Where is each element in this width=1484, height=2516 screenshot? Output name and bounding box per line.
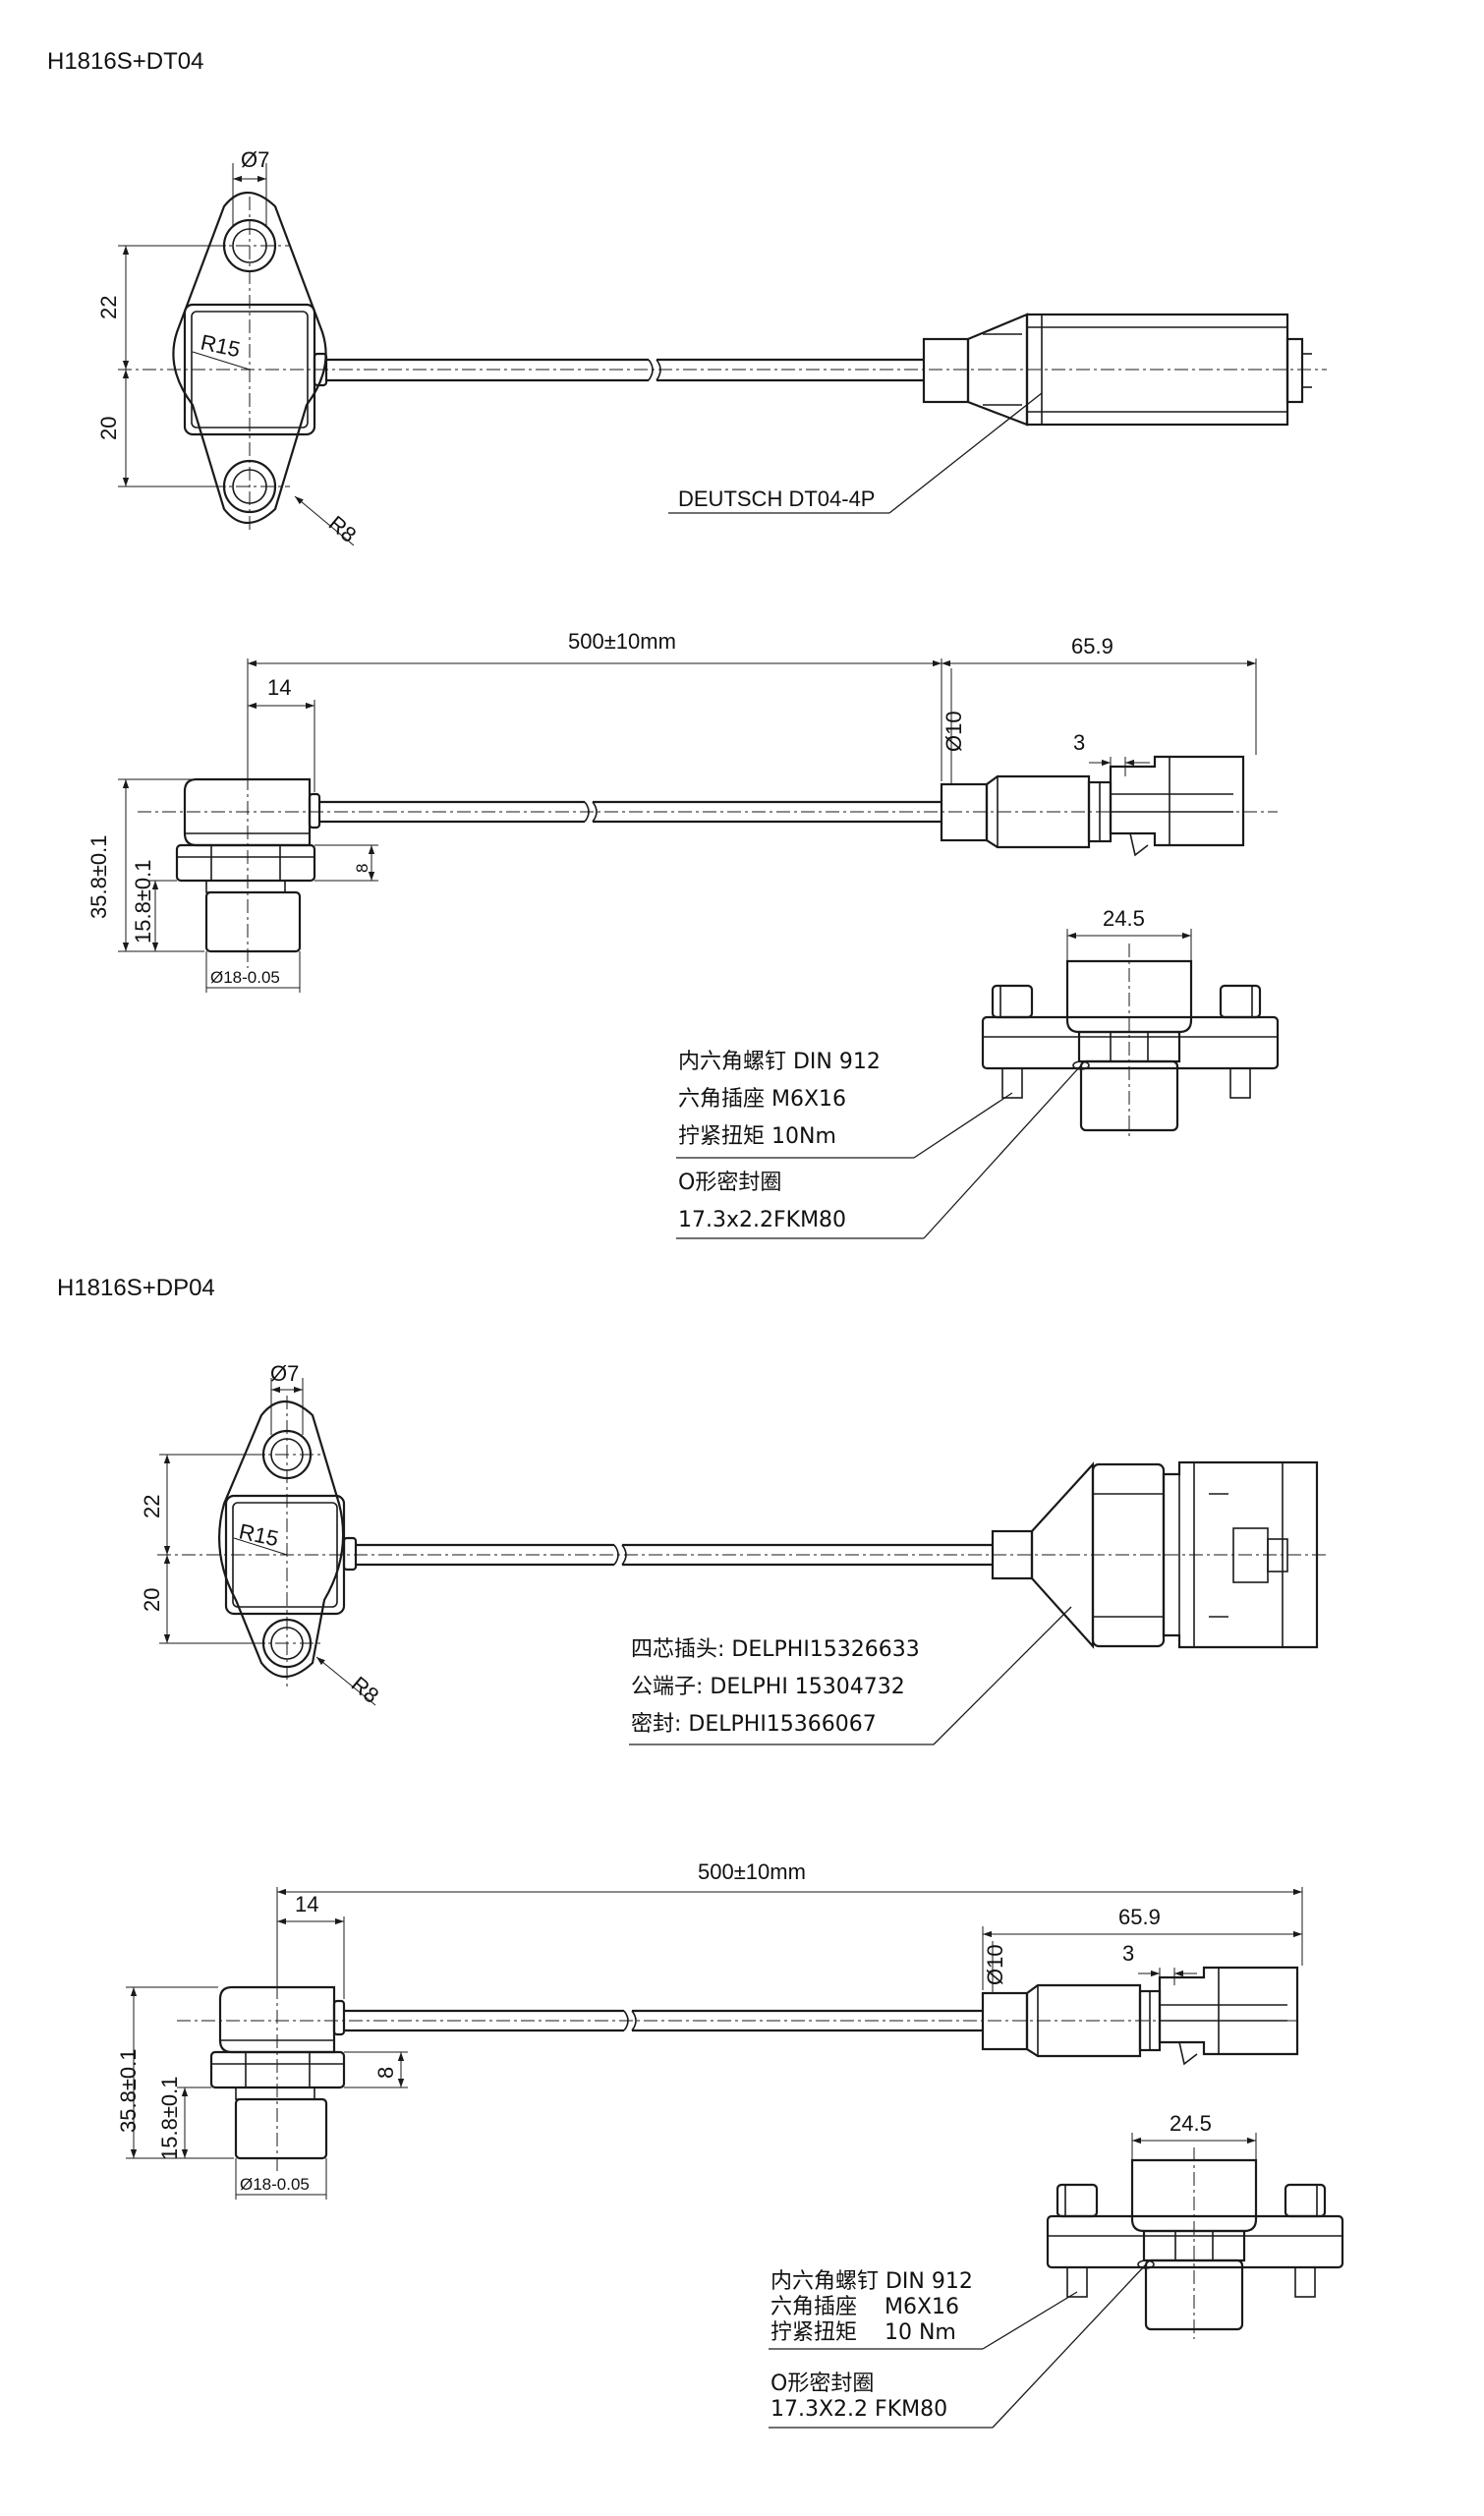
side-view-dp04: 500±10mm 65.9 14 Ø10 3 35.8±0.1 15.8±0.1…: [116, 1859, 1303, 2200]
dim-connector-length: 65.9: [1071, 634, 1113, 658]
section-title: H1816S+DP04: [57, 1275, 215, 1301]
screw-spec-2: 六角插座 M6X16: [678, 1087, 846, 1112]
seal-spec-1: O形密封圈: [771, 2372, 874, 2396]
top-view-dt04: Ø7 22 20 R15 R8 DEUTSCH DT04-4P: [96, 147, 1327, 547]
side-view-dt04: 500±10mm 65.9 14 Ø10 3 35.8±0.1 15.8±0.1…: [86, 629, 1278, 993]
dim-mount-width: 24.5: [1170, 2111, 1212, 2136]
dim-offset: 14: [295, 1892, 318, 1916]
radius-flange: R8: [324, 511, 362, 547]
mount-detail-dp04: 24.5 内六角螺钉 DIN 912 六角插座 M6X16 拧紧扭矩 10 Nm…: [769, 2111, 1344, 2429]
dim-total-height: 35.8±0.1: [86, 835, 111, 919]
radius-body: R15: [199, 329, 243, 362]
dt04-connector-side: [1109, 755, 1245, 847]
dim-pin-gap: 3: [1073, 730, 1085, 755]
radius-body: R15: [237, 1518, 281, 1551]
screw-spec-2: 六角插座 M6X16: [771, 2295, 959, 2319]
dp04-connector-housing: [1162, 1460, 1319, 1649]
dim-hole-dia: Ø7: [270, 1361, 299, 1386]
seal-spec-2: 17.3X2.2 FKM80: [771, 2397, 947, 2422]
connector-spec-1: 四芯插头: DELPHI15326633: [631, 1637, 920, 1662]
screw-spec-3: 拧紧扭矩 10 Nm: [771, 2320, 956, 2345]
dim-cable-dia: Ø10: [983, 1944, 1007, 1985]
dim-hole-dia: Ø7: [241, 147, 269, 172]
radius-flange: R8: [347, 1672, 384, 1708]
screw-spec-3: 拧紧扭矩 10Nm: [678, 1124, 836, 1149]
flange-outline: [172, 192, 327, 524]
dim-cable-length: 500±10mm: [698, 1859, 806, 1884]
dim-cable-dia: Ø10: [942, 711, 966, 752]
dim-upper: 22: [96, 296, 121, 319]
dim-connector-length: 65.9: [1118, 1905, 1161, 1929]
dim-step: 8: [353, 864, 371, 873]
dim-spigot-dia: Ø18-0.05: [240, 2175, 310, 2194]
dim-step: 8: [373, 2067, 398, 2079]
seal-spec-2: 17.3x2.2FKM80: [678, 1208, 846, 1232]
dim-spigot-height: 15.8±0.1: [157, 2077, 182, 2160]
dim-cable-length: 500±10mm: [568, 629, 676, 654]
connector-label: DEUTSCH DT04-4P: [678, 486, 875, 511]
section-title: H1816S+DT04: [47, 48, 203, 75]
dim-upper: 22: [140, 1495, 164, 1518]
dim-lower: 20: [96, 417, 121, 440]
dp04-connector-side: [1158, 1966, 1299, 2056]
spigot: [234, 2097, 328, 2160]
dim-mount-width: 24.5: [1103, 906, 1145, 931]
screw-spec-1: 内六角螺钉 DIN 912: [771, 2269, 973, 2294]
spigot: [204, 890, 302, 953]
connector-spec-3: 密封: DELPHI15366067: [631, 1712, 877, 1737]
top-view-dp04: Ø7 22 20 R15 R8 四芯插头: DELPHI15326633 公端子…: [140, 1361, 1327, 1745]
dim-total-height: 35.8±0.1: [116, 2049, 141, 2133]
screw-spec-1: 内六角螺钉 DIN 912: [678, 1050, 881, 1074]
seal-spec-1: O形密封圈: [678, 1171, 781, 1195]
connector-boot: [922, 337, 970, 404]
mount-detail-dt04: 24.5 内六角螺钉 DIN 912 六角插座 M6X16 拧紧扭矩 10Nm …: [676, 906, 1280, 1239]
dim-offset: 14: [267, 675, 291, 700]
dim-pin-gap: 3: [1122, 1941, 1134, 1966]
dim-spigot-height: 15.8±0.1: [131, 860, 155, 944]
connector-spec-2: 公端子: DELPHI 15304732: [631, 1675, 905, 1699]
dim-spigot-dia: Ø18-0.05: [210, 968, 280, 987]
dim-lower: 20: [140, 1588, 164, 1612]
